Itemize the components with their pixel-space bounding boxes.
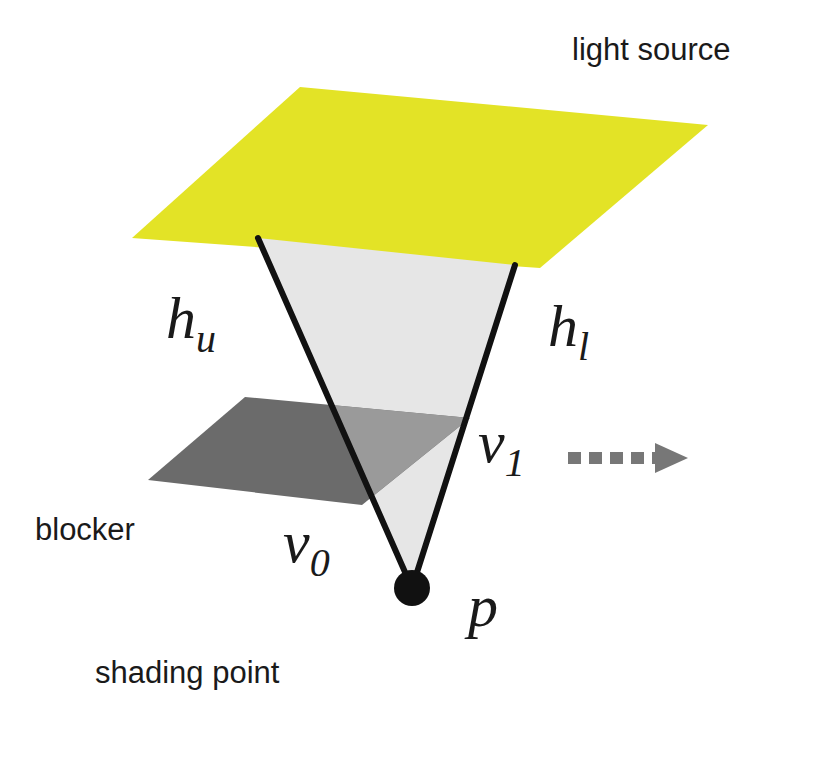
upper-horizon-line [258,238,412,588]
light-source-quad [132,87,708,268]
light-source-label: light source [572,32,731,68]
motion-arrow-head [655,443,688,473]
vertex-label: v1 [478,408,525,477]
lower-horizon-line [412,265,515,588]
point-label: p [468,572,498,641]
motion-arrow-shaft [568,452,655,464]
horizon-label: hu [166,284,216,353]
blocker-inside-cone [148,397,470,505]
blocker-label: blocker [35,512,135,548]
blocker-quad [148,397,470,505]
shading-point-dot [394,570,430,606]
horizon-label: hl [548,292,589,361]
vertex-label: v0 [283,508,330,577]
shading-point-label: shading point [95,655,279,691]
